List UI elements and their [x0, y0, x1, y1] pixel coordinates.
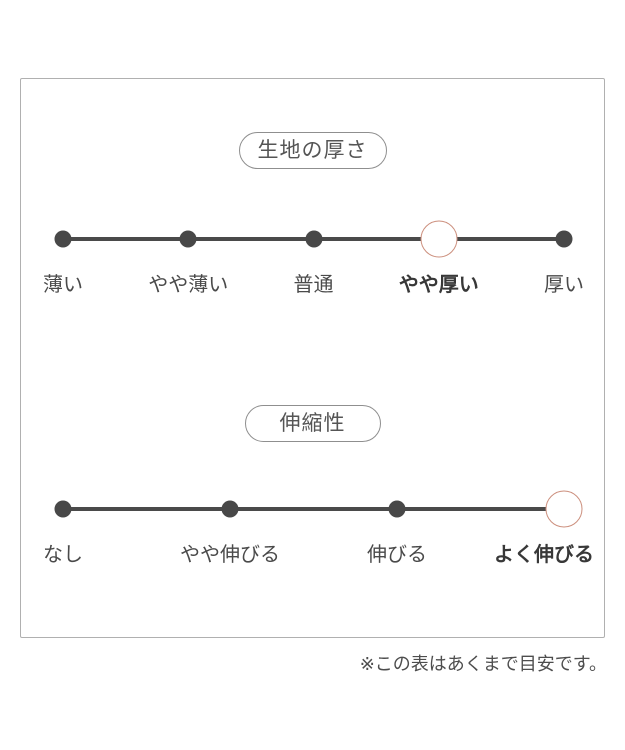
selected-scale-stop-label: やや厚い	[398, 274, 479, 296]
scale-dot	[388, 500, 406, 518]
scale-dot	[221, 500, 239, 518]
thickness-title: 生地の厚さ	[257, 139, 368, 162]
stretch-title: 伸縮性	[279, 412, 346, 435]
footnote: ※この表はあくまで目安です。	[359, 654, 607, 674]
scale-stop-label: 伸びる	[367, 544, 427, 566]
stretch-scale-track	[63, 507, 564, 511]
scale-stop-label: なし	[43, 544, 83, 566]
selected-scale-dot	[420, 220, 458, 258]
scale-dot	[555, 230, 573, 248]
scale-dot	[305, 230, 322, 248]
scale-dot	[54, 230, 72, 248]
chart-frame: 生地の厚さ 薄い やや薄い 普通 やや厚い 厚い	[20, 78, 605, 638]
scale-stop-label: 普通	[293, 274, 334, 296]
thickness-title-badge: 生地の厚さ	[238, 132, 387, 169]
stretch-title-badge: 伸縮性	[244, 405, 381, 442]
selected-scale-dot	[545, 490, 583, 528]
scale-stop-label: 厚い	[544, 274, 584, 296]
scale-dot	[54, 500, 72, 518]
selected-scale-stop-label: よく伸びる	[494, 544, 594, 566]
scale-dot	[179, 230, 197, 248]
scale-stop-label: やや薄い	[148, 274, 229, 296]
scale-stop-label: 薄い	[43, 274, 83, 296]
scale-stop-label: やや伸びる	[179, 544, 280, 566]
